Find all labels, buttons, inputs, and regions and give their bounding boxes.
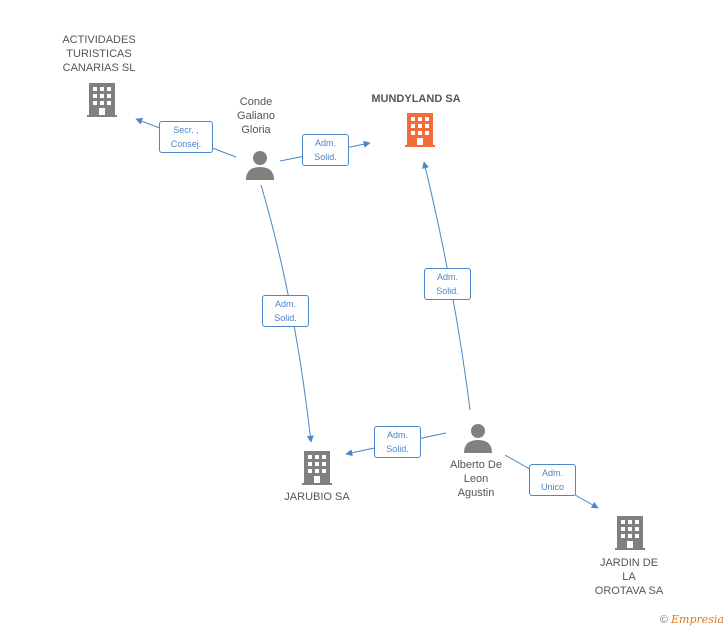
copyright-symbol: © xyxy=(659,614,668,626)
brand-logo: Empresia xyxy=(671,613,724,626)
edge-label-adm-solid: Adm. Solid. xyxy=(262,295,309,327)
edge-label-adm-solid: Adm. Solid. xyxy=(374,426,421,458)
company-label-mundyland[interactable]: MUNDYLAND SA xyxy=(371,93,461,105)
edge-label-adm-solid: Adm. Solid. xyxy=(302,134,349,166)
edge-label-adm-solid: Adm. Solid. xyxy=(424,268,471,300)
building-icon[interactable] xyxy=(405,113,435,147)
company-label-jarubio[interactable]: JARUBIO SA xyxy=(284,491,350,503)
company-label-jardin[interactable]: JARDIN DE LA OROTAVA SA xyxy=(594,557,664,597)
person-label-conde[interactable]: Conde Galiano Gloria xyxy=(237,96,275,136)
person-label-alberto[interactable]: Alberto De Leon Agustin xyxy=(450,459,502,499)
footer-brand: © Empresia xyxy=(660,613,724,626)
person-icon[interactable] xyxy=(245,150,275,180)
building-icon[interactable] xyxy=(87,83,117,117)
building-icon[interactable] xyxy=(302,451,332,485)
edge-label-secr-consej: Secr. , Consej. xyxy=(159,121,213,153)
person-icon[interactable] xyxy=(463,423,493,453)
company-label-actividades[interactable]: ACTIVIDADES TURISTICAS CANARIAS SL xyxy=(62,34,136,74)
edge-label-adm-unico: Adm. Unico xyxy=(529,464,576,496)
building-icon[interactable] xyxy=(615,516,645,550)
